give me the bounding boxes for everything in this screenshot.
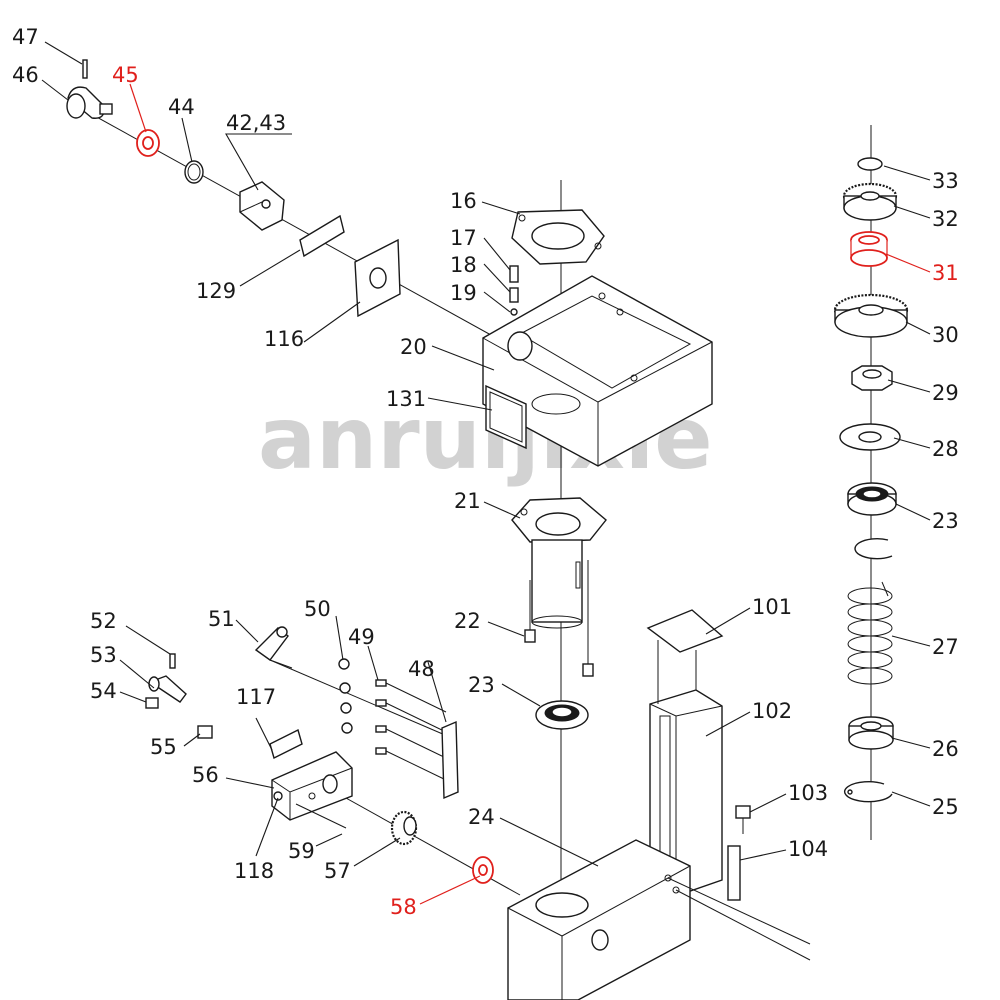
callout-18: 18 xyxy=(450,253,477,277)
callout-28: 28 xyxy=(932,437,959,461)
callout-118: 118 xyxy=(234,859,274,883)
callout-23-quill: 23 xyxy=(468,673,495,697)
part-52-pin xyxy=(169,653,176,669)
callout-32: 32 xyxy=(932,207,959,231)
part-33-ring xyxy=(857,157,883,171)
part-27-spring xyxy=(847,581,893,685)
part-45-washer xyxy=(136,129,160,157)
callout-52: 52 xyxy=(90,609,117,633)
part-47-pin xyxy=(82,59,88,79)
callout-labels: 47 46 45 44 42,43 129 116 16 17 18 19 20… xyxy=(12,25,959,919)
callout-24: 24 xyxy=(468,805,495,829)
callout-20: 20 xyxy=(400,335,427,359)
callout-29: 29 xyxy=(932,381,959,405)
callout-101: 101 xyxy=(752,595,792,619)
part-49-rods xyxy=(375,679,447,781)
callout-53: 53 xyxy=(90,643,117,667)
part-20-head-housing xyxy=(482,275,713,467)
part-57-pinion xyxy=(390,810,418,846)
callout-30: 30 xyxy=(932,323,959,347)
part-26-bearing xyxy=(848,716,894,750)
callout-26: 26 xyxy=(932,737,959,761)
leader-lines xyxy=(41,41,931,905)
callout-49: 49 xyxy=(348,625,375,649)
part-30-gear xyxy=(833,293,909,338)
part-22-screws xyxy=(524,560,594,677)
part-46-knob xyxy=(66,86,113,119)
part-28-washer xyxy=(839,423,901,451)
part-101-column-cap xyxy=(646,609,724,653)
callout-46: 46 xyxy=(12,63,39,87)
part-31-spacer xyxy=(850,231,888,267)
part-59-pin xyxy=(295,803,347,829)
part-129-label-plate xyxy=(299,214,345,258)
callout-129: 129 xyxy=(196,279,236,303)
callout-44: 44 xyxy=(168,95,195,119)
callout-56: 56 xyxy=(192,763,219,787)
callout-104: 104 xyxy=(788,837,828,861)
part-21-quill-flange xyxy=(511,497,607,629)
part-58-washer xyxy=(472,856,494,884)
part-131-window xyxy=(485,384,527,450)
callout-54: 54 xyxy=(90,679,117,703)
part-snap-ring xyxy=(854,537,893,560)
callout-17: 17 xyxy=(450,226,477,250)
part-23-bearing xyxy=(535,700,589,730)
callout-102: 102 xyxy=(752,699,792,723)
part-32-gear xyxy=(842,182,898,221)
part-50-nuts xyxy=(338,658,353,734)
callout-21: 21 xyxy=(454,489,481,513)
part-24-base-arm xyxy=(507,839,811,1000)
callout-19: 19 xyxy=(450,281,477,305)
part-54-screw xyxy=(145,697,159,709)
callout-57: 57 xyxy=(324,859,351,883)
part-44-retaining-ring xyxy=(184,160,204,184)
part-23-bearing-right xyxy=(847,482,897,516)
callout-31: 31 xyxy=(932,261,959,285)
part-55-screw xyxy=(197,725,213,739)
part-29-nut xyxy=(851,365,893,391)
callout-103: 103 xyxy=(788,781,828,805)
callout-48: 48 xyxy=(408,657,435,681)
part-103-bolt xyxy=(735,805,751,834)
callout-55: 55 xyxy=(150,735,177,759)
part-42-43-bracket xyxy=(239,181,285,231)
callout-51: 51 xyxy=(208,607,235,631)
callout-47: 47 xyxy=(12,25,39,49)
callout-58: 58 xyxy=(390,895,417,919)
callout-16: 16 xyxy=(450,189,477,213)
part-25-circlip xyxy=(844,780,893,803)
part-116-plate xyxy=(354,238,401,318)
callout-131: 131 xyxy=(386,387,426,411)
part-51-lever xyxy=(254,626,293,669)
callout-50: 50 xyxy=(304,597,331,621)
callout-59: 59 xyxy=(288,839,315,863)
part-17-18-19-stack xyxy=(509,265,519,316)
part-16-top-flange xyxy=(511,209,605,265)
part-104-pin xyxy=(727,845,741,901)
callout-33: 33 xyxy=(932,169,959,193)
part-48-bar xyxy=(441,720,459,800)
callout-25: 25 xyxy=(932,795,959,819)
callout-22: 22 xyxy=(454,609,481,633)
part-117-plate xyxy=(269,728,303,760)
callout-117: 117 xyxy=(236,685,276,709)
callout-23-right: 23 xyxy=(932,509,959,533)
callout-27: 27 xyxy=(932,635,959,659)
callout-116: 116 xyxy=(264,327,304,351)
part-56-block xyxy=(271,751,353,821)
callout-42-43: 42,43 xyxy=(226,111,286,135)
callout-45: 45 xyxy=(112,63,139,87)
